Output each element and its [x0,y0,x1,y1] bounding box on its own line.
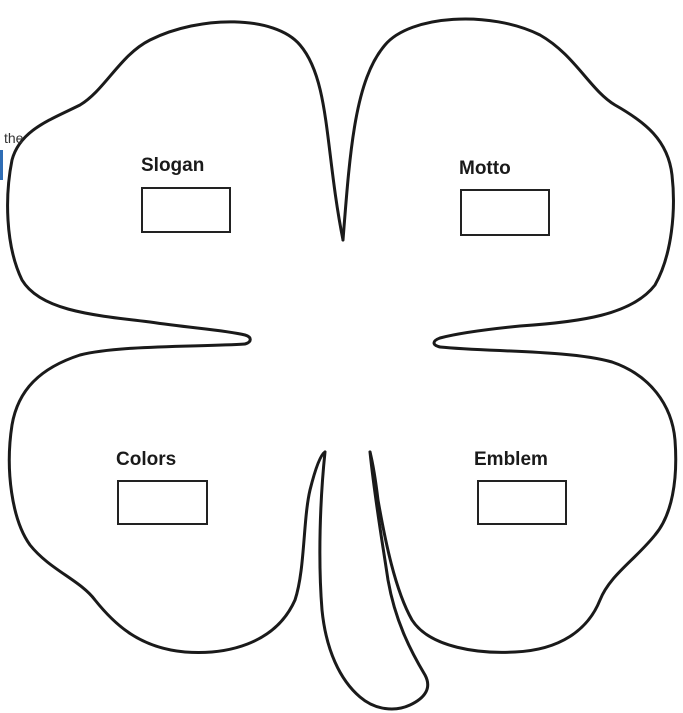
emblem-answer-box[interactable] [477,480,567,525]
leaf-top-right-outline [343,19,673,347]
emblem-label: Emblem [474,449,548,471]
colors-label: Colors [116,449,176,471]
slogan-answer-box[interactable] [141,187,231,233]
cut-off-edge-mark [0,150,3,180]
motto-label: Motto [459,158,511,180]
motto-answer-box[interactable] [460,189,550,236]
slogan-label: Slogan [141,155,204,177]
cut-off-edge-text: the [4,130,23,146]
colors-answer-box[interactable] [117,480,208,525]
leaf-top-left-outline [8,22,343,344]
